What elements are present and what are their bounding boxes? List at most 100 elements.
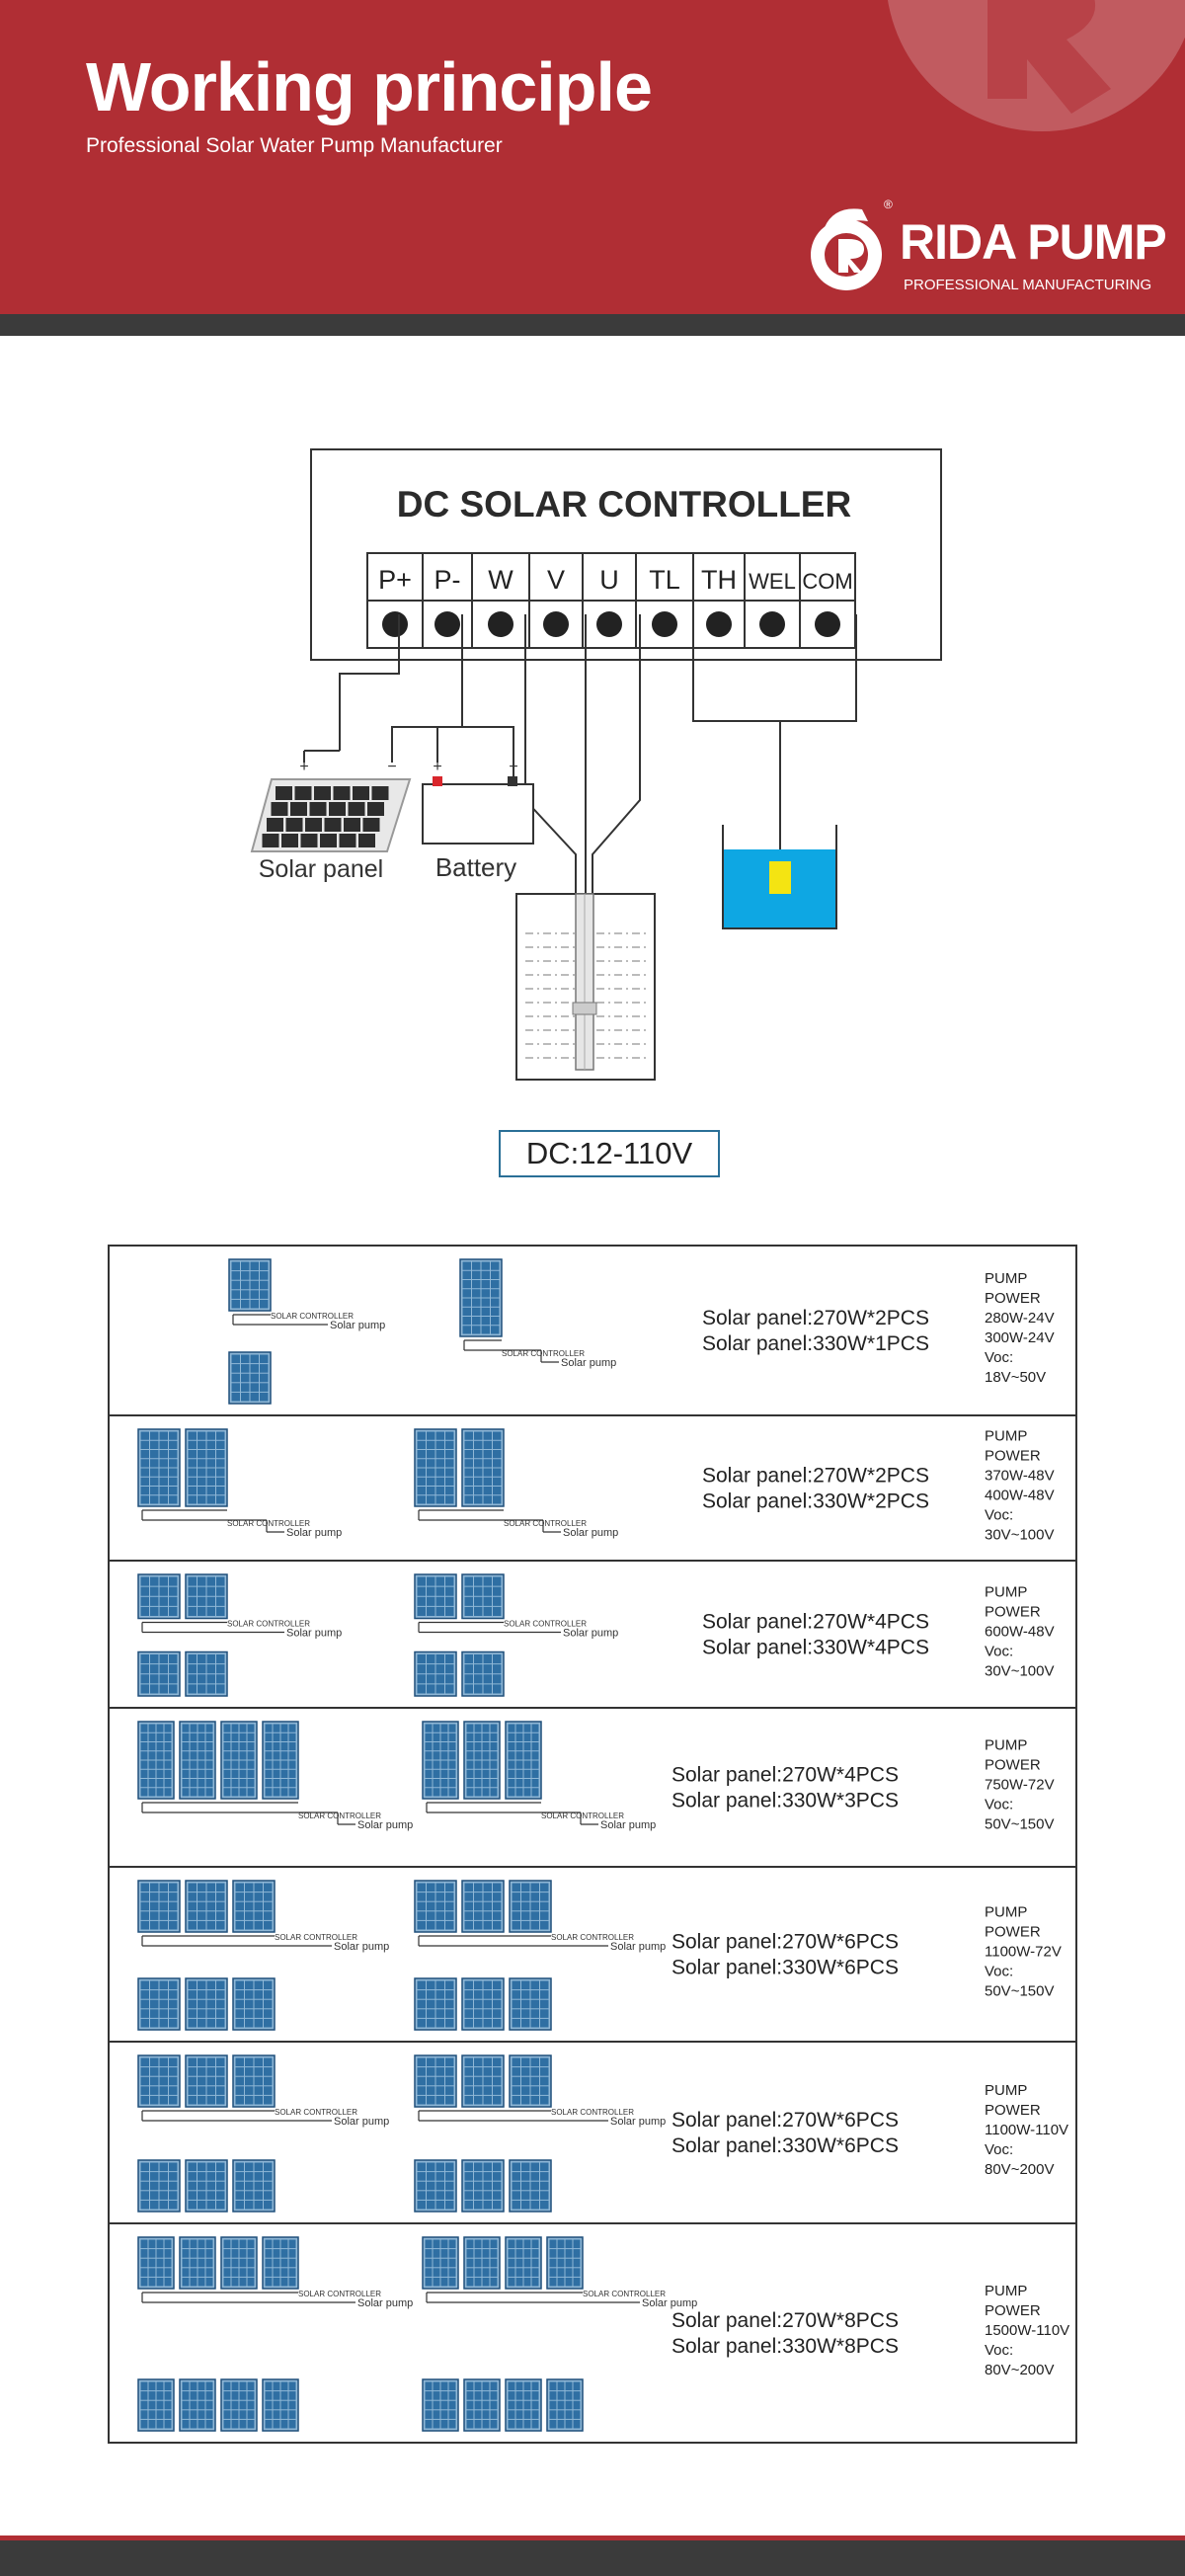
terminal-label: TL bbox=[649, 565, 680, 595]
mini-wiring bbox=[418, 1935, 608, 1947]
mini-solar-panel-icon bbox=[509, 1880, 552, 1933]
logo-watermark-icon bbox=[888, 0, 1185, 131]
footer-bar bbox=[0, 2540, 1185, 2576]
mini-solar-panel-icon bbox=[459, 1258, 503, 1337]
connection-wires bbox=[304, 614, 857, 894]
submersible-pump-icon bbox=[572, 893, 597, 1071]
mini-solar-panel-icon bbox=[461, 2159, 505, 2213]
pump-spec-line: Voc: bbox=[985, 1507, 1013, 1524]
terminal-cell bbox=[744, 552, 801, 602]
mini-solar-panel-icon bbox=[137, 1428, 181, 1507]
mini-wiring bbox=[141, 1935, 332, 1947]
mini-controller-label: SOLAR CONTROLLER bbox=[227, 1620, 310, 1629]
mini-solar-panel-icon bbox=[414, 1573, 457, 1620]
svg-text:+: + bbox=[433, 759, 441, 775]
mini-solar-panel-icon bbox=[137, 1650, 181, 1697]
mini-pump-label: Solar pump bbox=[610, 2116, 666, 2128]
mini-solar-panel-icon bbox=[137, 2378, 175, 2432]
mini-pump-label: Solar pump bbox=[563, 1628, 618, 1640]
mini-wiring bbox=[141, 1621, 284, 1634]
mini-controller-label: SOLAR CONTROLLER bbox=[298, 2290, 381, 2298]
pump-spec-line: POWER bbox=[985, 2102, 1041, 2119]
mini-solar-panel-icon bbox=[220, 1721, 258, 1800]
mini-solar-panel-icon bbox=[220, 2378, 258, 2432]
mini-solar-panel-icon bbox=[185, 2054, 228, 2108]
controller-title: DC SOLAR CONTROLLER bbox=[397, 484, 851, 524]
svg-text:+: + bbox=[299, 759, 308, 775]
mini-solar-panel-icon bbox=[546, 2236, 584, 2290]
registered-mark: ® bbox=[884, 198, 893, 211]
mini-controller-label: SOLAR CONTROLLER bbox=[504, 1620, 587, 1629]
solar-panel-label: Solar panel bbox=[259, 855, 383, 883]
panel-config-b: Solar panel:330W*6PCS bbox=[672, 1957, 899, 1979]
mini-solar-panel-icon bbox=[228, 1351, 272, 1405]
mini-solar-panel-icon bbox=[232, 2054, 276, 2108]
terminal-label: WEL bbox=[749, 569, 796, 594]
pump-spec-line: Voc: bbox=[985, 1797, 1013, 1813]
mini-solar-panel-icon bbox=[509, 2159, 552, 2213]
svg-text:−: − bbox=[509, 759, 517, 775]
panel-config-a: Solar panel:270W*6PCS bbox=[672, 1931, 899, 1954]
pump-spec-line: 30V~100V bbox=[985, 1663, 1054, 1680]
mini-solar-panel-icon bbox=[463, 2378, 501, 2432]
mini-solar-panel-icon bbox=[414, 1428, 457, 1507]
pump-spec-line: PUMP bbox=[985, 1270, 1027, 1287]
pump-spec-line: Voc: bbox=[985, 1964, 1013, 1980]
panel-config-a: Solar panel:270W*4PCS bbox=[672, 1764, 899, 1787]
mini-solar-panel-icon bbox=[185, 2159, 228, 2213]
pump-spec-line: PUMP bbox=[985, 1584, 1027, 1601]
mini-solar-panel-icon bbox=[509, 1977, 552, 2031]
mini-solar-panel-icon bbox=[137, 1880, 181, 1933]
mini-controller-label: SOLAR CONTROLLER bbox=[504, 1519, 587, 1528]
terminal-screw-icon bbox=[815, 611, 840, 637]
mini-solar-panel-icon bbox=[179, 2378, 216, 2432]
panel-config-b: Solar panel:330W*4PCS bbox=[702, 1637, 929, 1659]
terminal-screw-icon bbox=[488, 611, 514, 637]
mini-pump-label: Solar pump bbox=[286, 1527, 342, 1539]
pump-spec-line: PUMP bbox=[985, 2283, 1027, 2299]
pump-spec-line: 80V~200V bbox=[985, 2161, 1054, 2178]
mini-pump-label: Solar pump bbox=[642, 2297, 697, 2309]
pump-spec-line: 600W-48V bbox=[985, 1624, 1055, 1641]
mini-wiring bbox=[463, 1339, 559, 1363]
mini-solar-panel-icon bbox=[262, 1721, 299, 1800]
mini-solar-panel-icon bbox=[461, 2054, 505, 2108]
pump-spec-line: Voc: bbox=[985, 2342, 1013, 2359]
mini-solar-panel-icon bbox=[463, 2236, 501, 2290]
mini-controller-label: SOLAR CONTROLLER bbox=[551, 1933, 634, 1942]
mini-solar-panel-icon bbox=[185, 1880, 228, 1933]
pump-spec-line: Voc: bbox=[985, 2141, 1013, 2158]
pump-spec-line: PUMP bbox=[985, 1904, 1027, 1921]
ground-wires bbox=[303, 751, 514, 778]
mini-solar-panel-icon bbox=[414, 1977, 457, 2031]
pump-spec-line: 50V~150V bbox=[985, 1816, 1054, 1833]
pump-spec-line: POWER bbox=[985, 1757, 1041, 1774]
header-banner: Working principle Professional Solar Wat… bbox=[0, 0, 1185, 314]
terminal-label: V bbox=[547, 565, 565, 595]
panel-config-a: Solar panel:270W*8PCS bbox=[672, 2309, 899, 2332]
battery-icon: + − bbox=[422, 759, 534, 845]
pump-spec-line: 1100W-110V bbox=[985, 2122, 1068, 2138]
page-subtitle: Professional Solar Water Pump Manufactur… bbox=[86, 134, 503, 157]
mini-solar-panel-icon bbox=[232, 1880, 276, 1933]
mini-pump-label: Solar pump bbox=[286, 1628, 342, 1640]
mini-controller-label: SOLAR CONTROLLER bbox=[227, 1519, 310, 1528]
mini-solar-panel-icon bbox=[546, 2378, 584, 2432]
terminal-screw-icon bbox=[706, 611, 732, 637]
terminal-label: U bbox=[599, 565, 619, 595]
mini-solar-panel-icon bbox=[185, 1428, 228, 1507]
terminal-cell bbox=[471, 552, 530, 602]
terminal-label: P- bbox=[434, 565, 461, 595]
pump-spec-line: Voc: bbox=[985, 1349, 1013, 1366]
mini-controller-label: SOLAR CONTROLLER bbox=[298, 1811, 381, 1820]
mini-wiring bbox=[232, 1314, 328, 1326]
mini-solar-panel-icon bbox=[461, 1428, 505, 1507]
pump-spec-line: POWER bbox=[985, 2302, 1041, 2319]
mini-solar-panel-icon bbox=[414, 1650, 457, 1697]
mini-solar-panel-icon bbox=[422, 2378, 459, 2432]
mini-pump-label: Solar pump bbox=[357, 1819, 413, 1831]
